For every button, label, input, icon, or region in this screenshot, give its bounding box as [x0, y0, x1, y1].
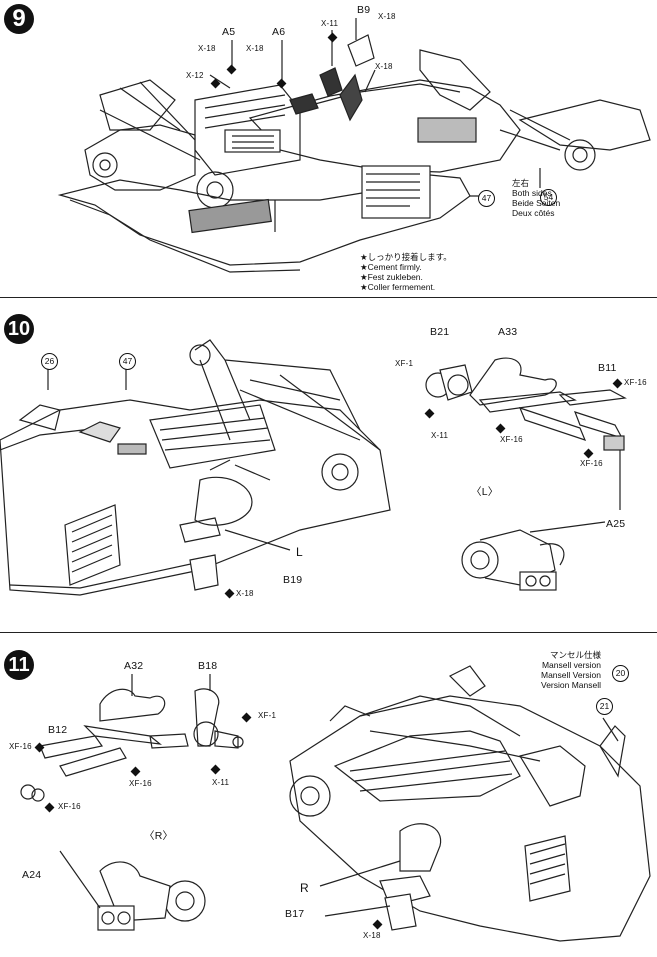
car-right-exhaust-drawing: [20, 665, 651, 942]
paint-label-xf1: XF-1: [258, 711, 277, 720]
part-label-b9: B9: [357, 4, 371, 16]
part-label-a6: A6: [272, 26, 286, 38]
part-label-b21: B21: [430, 326, 450, 338]
paint-label-xf16: XF-16: [129, 779, 152, 788]
paint-label-x11: X-11: [321, 19, 339, 28]
paint-label-x18: X-18: [236, 589, 254, 598]
step-11-panel: 11 A32 B18 B12: [0, 636, 657, 957]
paint-label-x18: X-18: [198, 44, 216, 53]
ref-circle-26: 26: [41, 353, 58, 370]
mansell-version-note: マンセル仕様 Mansell version Mansell Version V…: [541, 650, 601, 690]
ref-circle-21: 21: [596, 698, 613, 715]
note-line: Both sides: [512, 188, 552, 198]
note-line: ★Fest zukleben.: [360, 272, 423, 282]
note-line: 左右: [512, 178, 530, 188]
ref-circle-54: 54: [540, 189, 557, 206]
note-line: Beide Seiten: [512, 198, 561, 208]
note-line: マンセル仕様: [550, 650, 602, 660]
note-line: ★しっかり接着します。: [360, 252, 452, 262]
car-left-exhaust-drawing: [0, 339, 627, 596]
part-label-b18: B18: [198, 660, 218, 672]
part-label-b11: B11: [598, 362, 617, 374]
cement-firmly-note: ★しっかり接着します。 ★Cement firmly. ★Fest zukleb…: [360, 252, 452, 292]
view-label-right: 〈R〉: [144, 830, 174, 842]
note-line: Deux côtés: [512, 208, 555, 218]
paint-label-x11: X-11: [431, 431, 449, 440]
part-label-a24: A24: [22, 869, 42, 881]
paint-label-x18: X-18: [246, 44, 264, 53]
paint-label-x18: X-18: [375, 62, 393, 71]
section-divider: [0, 632, 657, 633]
paint-label-xf1: XF-1: [395, 359, 414, 368]
car-rear-assembly-drawing: [57, 18, 651, 273]
ref-circle-47: 47: [119, 353, 136, 370]
paint-label-xf16: XF-16: [58, 802, 81, 811]
note-line: ★Cement firmly.: [360, 262, 422, 272]
part-label-a5: A5: [222, 26, 236, 38]
part-label-b19: B19: [283, 574, 303, 586]
part-label-b17: B17: [285, 908, 305, 920]
step-number-badge: 10: [4, 314, 34, 344]
paint-label-x11: X-11: [212, 778, 230, 787]
note-line: Mansell version: [541, 660, 602, 670]
paint-label-xf16: XF-16: [624, 378, 647, 387]
part-label-l: L: [296, 545, 303, 559]
note-line: Mansell Version: [541, 670, 602, 680]
part-label-a32: A32: [124, 660, 144, 672]
ref-circle-47: 47: [478, 190, 495, 207]
both-sides-note: 左右 Both sides Beide Seiten Deux côtés: [512, 178, 560, 218]
section-divider: [0, 297, 657, 298]
step-number-badge: 9: [4, 4, 34, 34]
paint-label-x18: X-18: [363, 931, 381, 940]
paint-label-x12: X-12: [186, 71, 204, 80]
view-label-left: 〈L〉: [471, 486, 499, 498]
ref-circle-20: 20: [612, 665, 629, 682]
part-label-a25: A25: [606, 518, 626, 530]
step-9-panel: 9 A5 A6 B9: [0, 0, 657, 296]
step-10-panel: 10: [0, 300, 657, 630]
part-label-b12: B12: [48, 724, 68, 736]
note-line: Version Mansell: [541, 680, 602, 690]
part-label-a33: A33: [498, 326, 518, 338]
paint-label-xf16: XF-16: [500, 435, 523, 444]
paint-label-xf16: XF-16: [9, 742, 32, 751]
paint-label-xf16: XF-16: [580, 459, 603, 468]
paint-label-x18: X-18: [378, 12, 396, 21]
note-line: ★Coller fermement.: [360, 282, 436, 292]
part-label-r: R: [300, 881, 309, 895]
step-number-badge: 11: [4, 650, 34, 680]
